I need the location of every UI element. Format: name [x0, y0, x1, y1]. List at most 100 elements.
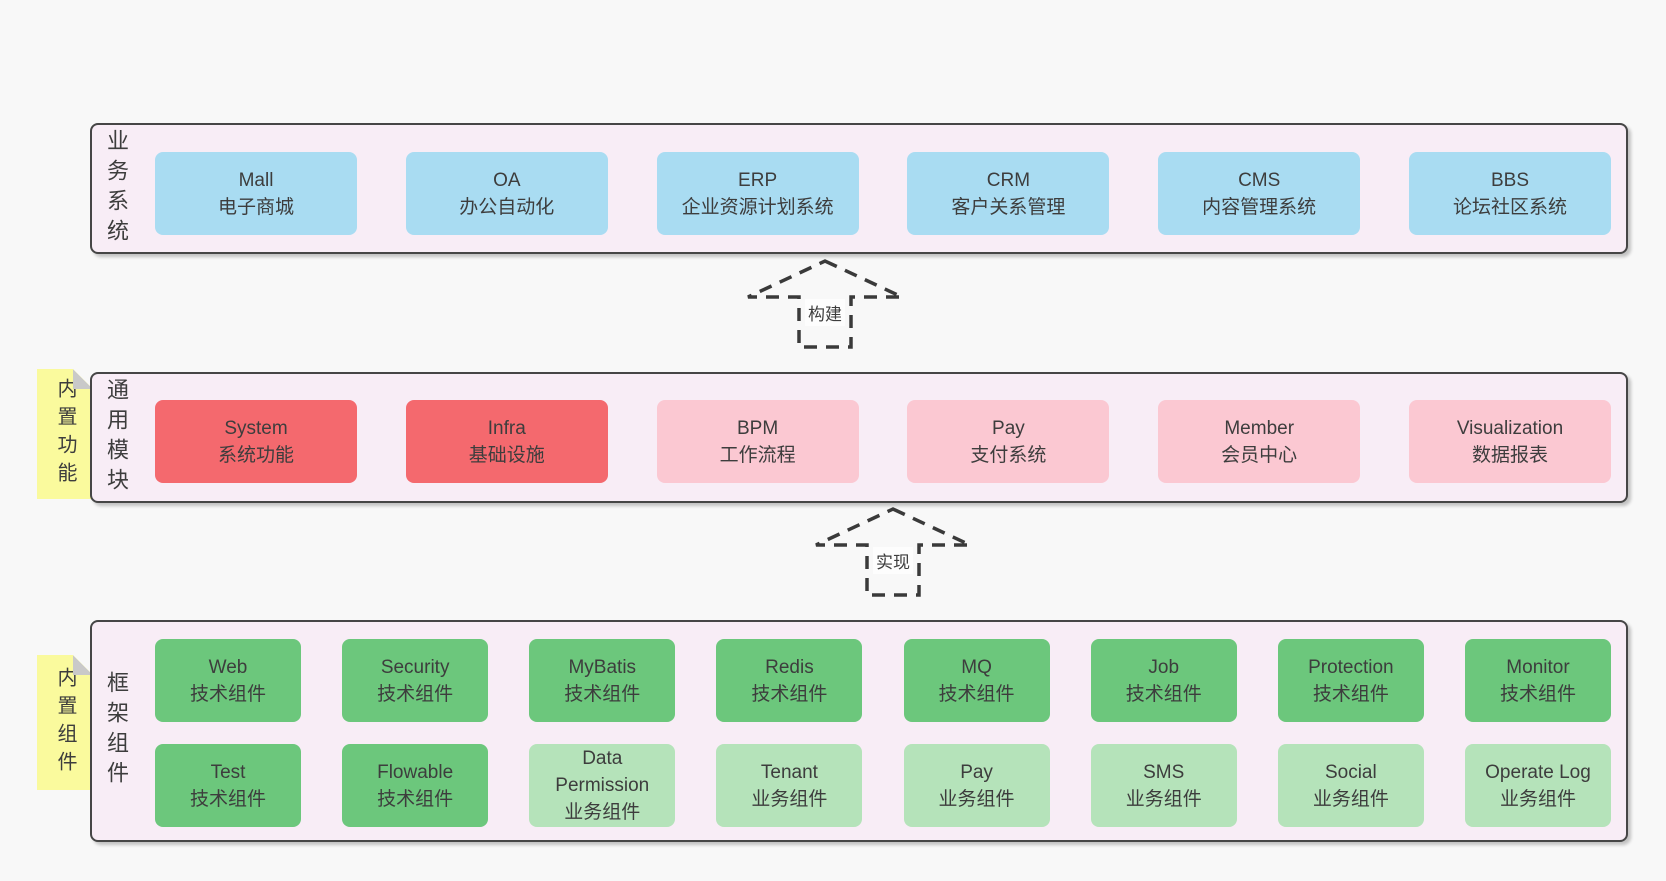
- box-title: CRM: [986, 169, 1031, 191]
- box-title: Visualization: [1456, 417, 1564, 439]
- box-title: MyBatis: [568, 656, 637, 678]
- framework-components-label: 框架组件: [104, 671, 129, 791]
- box-cms: CMS 内容管理系统: [1158, 152, 1361, 235]
- box-subtitle: 支付系统: [970, 444, 1047, 466]
- box-subtitle: 业务组件: [1499, 788, 1576, 810]
- box-title: Member: [1224, 417, 1295, 439]
- box-title: Tenant: [760, 761, 818, 783]
- box-subtitle: 技术组件: [1312, 683, 1389, 705]
- box-tenant: Tenant 业务组件: [716, 744, 863, 827]
- box-subtitle: 客户关系管理: [951, 196, 1066, 218]
- box-title: BBS: [1490, 169, 1529, 191]
- box-visualization: Visualization 数据报表: [1408, 400, 1611, 483]
- box-title: Job: [1148, 656, 1180, 678]
- box-title: CMS: [1238, 169, 1281, 191]
- box-mall: Mall 电子商城: [155, 152, 357, 235]
- box-title: BPM: [737, 417, 779, 439]
- box-title: Security: [380, 656, 450, 678]
- box-system: System 系统功能: [155, 400, 357, 483]
- builtin-functions-sticky: 内置功能: [37, 369, 93, 499]
- common-modules-label: 通用模块: [104, 377, 129, 498]
- build-arrow-label: 构建: [805, 299, 845, 326]
- box-erp: ERP 企业资源计划系统: [656, 152, 859, 235]
- box-title: SMS: [1143, 761, 1185, 783]
- box-title: Operate Log: [1485, 761, 1591, 783]
- box-subtitle: 电子商城: [217, 196, 294, 218]
- box-title: ERP: [738, 169, 778, 191]
- implement-arrow-icon: 实现: [808, 505, 978, 597]
- box-subtitle: 技术组件: [1125, 683, 1202, 705]
- box-subtitle: 数据报表: [1471, 444, 1548, 466]
- box-subtitle: 技术组件: [189, 683, 266, 705]
- box-job: Job 技术组件: [1090, 639, 1237, 722]
- business-systems-label: 业务系统: [104, 128, 129, 249]
- up-arrow-outline-icon: [747, 259, 903, 349]
- box-mq: MQ 技术组件: [903, 639, 1050, 722]
- up-arrow-outline-icon: [815, 507, 971, 597]
- box-subtitle: 技术组件: [938, 683, 1015, 705]
- box-title: MQ: [961, 656, 992, 678]
- box-pay: Pay 支付系统: [907, 400, 1110, 483]
- box-monitor: Monitor 技术组件: [1464, 639, 1611, 722]
- box-sms: SMS 业务组件: [1090, 744, 1237, 827]
- box-subtitle: 技术组件: [564, 683, 641, 705]
- build-arrow-icon: 构建: [740, 257, 910, 349]
- box-title: Monitor: [1506, 656, 1570, 678]
- box-crm: CRM 客户关系管理: [907, 152, 1110, 235]
- box-title: OA: [493, 169, 521, 191]
- box-title: Social: [1324, 761, 1377, 783]
- builtin-components-sticky: 内置组件: [37, 655, 93, 790]
- box-protection: Protection 技术组件: [1277, 639, 1424, 722]
- box-title: Infra: [487, 417, 526, 439]
- box-subtitle: 业务组件: [1312, 788, 1389, 810]
- box-title: Data Permission: [555, 748, 650, 796]
- box-test: Test 技术组件: [155, 744, 301, 827]
- box-subtitle: 业务组件: [564, 802, 641, 823]
- box-redis: Redis 技术组件: [716, 639, 863, 722]
- box-title: Pay: [960, 761, 993, 783]
- box-title: Redis: [765, 656, 814, 678]
- box-bpm: BPM 工作流程: [656, 400, 859, 483]
- box-title: Mall: [238, 169, 274, 191]
- box-subtitle: 企业资源计划系统: [681, 196, 834, 218]
- box-title: Test: [210, 761, 246, 783]
- box-subtitle: 会员中心: [1221, 444, 1298, 466]
- box-subtitle: 业务组件: [1125, 788, 1202, 810]
- box-social: Social 业务组件: [1277, 744, 1424, 827]
- box-subtitle: 业务组件: [751, 788, 828, 810]
- box-member: Member 会员中心: [1158, 400, 1361, 483]
- box-subtitle: 基础设施: [468, 444, 545, 466]
- box-bbs: BBS 论坛社区系统: [1408, 152, 1611, 235]
- box-subtitle: 技术组件: [189, 788, 266, 810]
- box-title: Protection: [1308, 656, 1394, 678]
- box-subtitle: 技术组件: [751, 683, 828, 705]
- box-subtitle: 系统功能: [217, 444, 294, 466]
- box-title: System: [224, 417, 288, 439]
- box-subtitle: 技术组件: [1499, 683, 1576, 705]
- panel-common-modules: 通用模块 System 系统功能 Infra 基础设施 BPM 工作流程 Pay 支付系统 Me…: [90, 372, 1628, 503]
- box-subtitle: 论坛社区系统: [1452, 196, 1567, 218]
- box-subtitle: 业务组件: [938, 788, 1015, 810]
- box-security: Security 技术组件: [342, 639, 489, 722]
- box-subtitle: 技术组件: [377, 683, 454, 705]
- box-infra: Infra 基础设施: [405, 400, 608, 483]
- builtin-functions-sticky-label: 内置功能: [54, 378, 76, 490]
- box-subtitle: 技术组件: [377, 788, 454, 810]
- box-mybatis: MyBatis 技术组件: [529, 639, 676, 722]
- common-modules-row: System 系统功能 Infra 基础设施 BPM 工作流程 Pay 支付系统 Member 会…: [155, 400, 1611, 483]
- box-title: Pay: [992, 417, 1025, 439]
- implement-arrow-label: 实现: [873, 547, 913, 574]
- box-subtitle: 内容管理系统: [1202, 196, 1317, 218]
- builtin-components-sticky-label: 内置组件: [54, 666, 76, 779]
- box-subtitle: 工作流程: [719, 444, 796, 466]
- box-data-permission: Data Permission 业务组件: [529, 744, 676, 827]
